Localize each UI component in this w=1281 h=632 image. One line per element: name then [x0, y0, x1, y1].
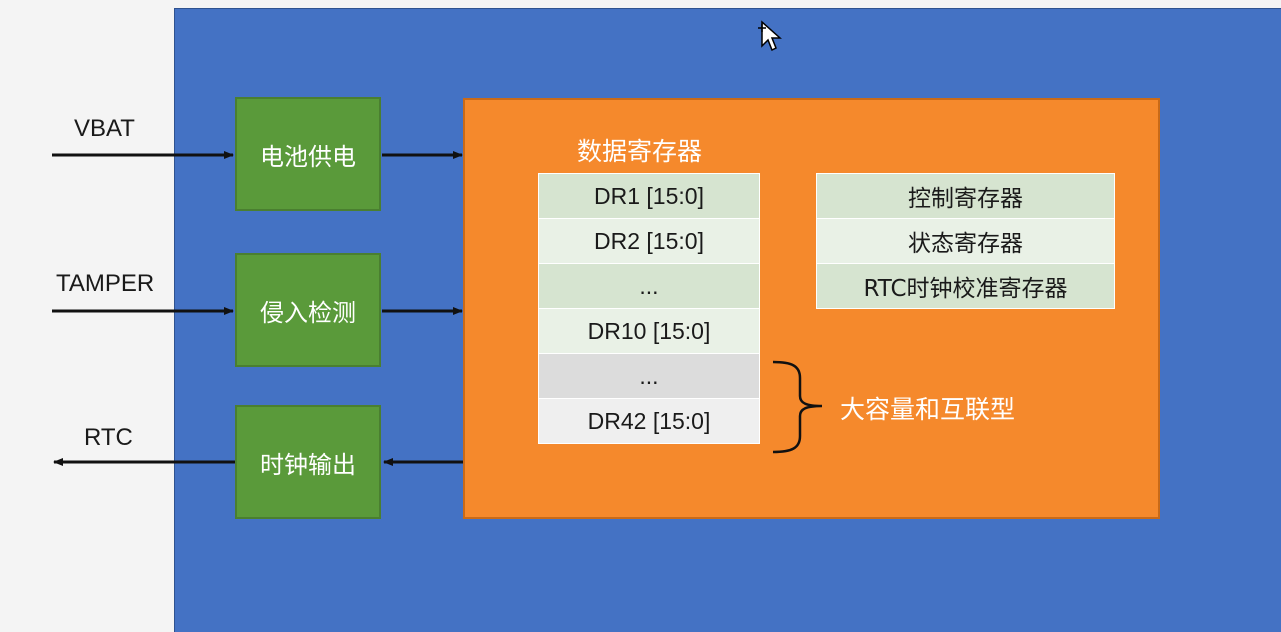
tamper-detect-label: 侵入检测: [260, 298, 356, 327]
battery-supply-label: 电池供电: [260, 142, 356, 171]
status-register-row: 状态寄存器: [816, 218, 1115, 264]
data-register-list: DR1 [15:0] DR2 [15:0] ... DR10 [15:0] ..…: [538, 173, 760, 444]
calibration-register-row: RTC时钟校准寄存器: [816, 263, 1115, 309]
clock-output-block: 时钟输出: [235, 405, 381, 519]
battery-supply-block: 电池供电: [235, 97, 381, 211]
tamper-detect-block: 侵入检测: [235, 253, 381, 367]
control-register-row: 控制寄存器: [816, 173, 1115, 219]
data-register-row: DR1 [15:0]: [538, 173, 760, 219]
data-register-row: DR2 [15:0]: [538, 218, 760, 264]
control-register-list: 控制寄存器 状态寄存器 RTC时钟校准寄存器: [816, 173, 1115, 309]
vbat-label: VBAT: [74, 115, 135, 142]
tamper-label: TAMPER: [56, 270, 155, 297]
data-register-row: ...: [538, 263, 760, 309]
curly-brace: [772, 360, 823, 454]
data-registers-title: 数据寄存器: [577, 137, 703, 166]
clock-output-label: 时钟输出: [260, 450, 356, 479]
high-density-label: 大容量和互联型: [840, 395, 1016, 424]
data-register-row: DR42 [15:0]: [538, 398, 760, 444]
data-register-row: ...: [538, 353, 760, 399]
mouse-cursor-icon: [758, 20, 782, 52]
rtc-label: RTC: [84, 424, 133, 451]
data-register-row: DR10 [15:0]: [538, 308, 760, 354]
